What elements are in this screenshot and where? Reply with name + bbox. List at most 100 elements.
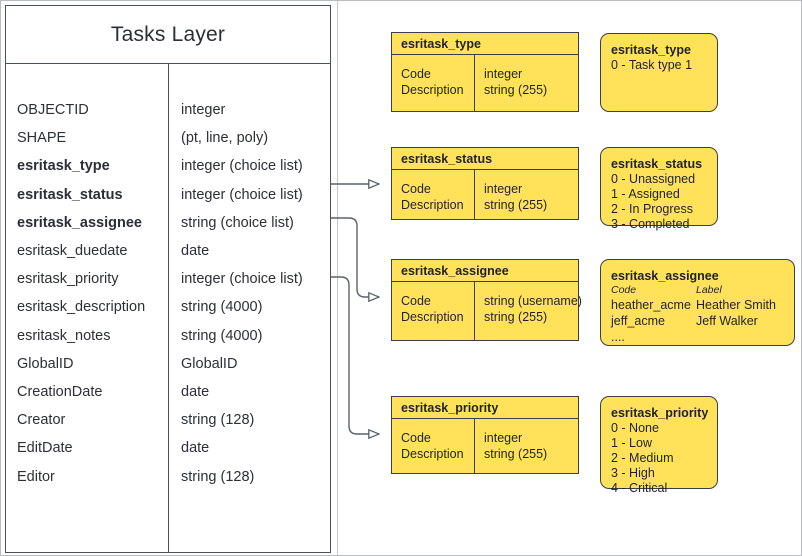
domain-values-subhead: Code Label: [611, 284, 784, 298]
field-name: EditDate: [17, 440, 73, 457]
field-type: string (choice list): [181, 214, 294, 231]
struct-left-line: Code: [401, 67, 431, 81]
field-type: GlobalID: [181, 355, 238, 372]
domain-struct-body: Code Description string (username) strin…: [392, 282, 582, 340]
struct-split: [474, 419, 476, 473]
field-name: esritask_duedate: [17, 243, 128, 259]
domain-value-line: 3 - High: [611, 466, 655, 480]
table-row[interactable]: esritask_duedate date: [6, 237, 330, 265]
struct-right-col: integer string (255): [484, 181, 547, 213]
struct-right-line: integer: [484, 67, 523, 81]
domain-struct-type[interactable]: esritask_type Code Description integer s…: [391, 32, 579, 112]
domain-struct-title: esritask_type: [392, 33, 578, 55]
domain-struct-body: Code Description integer string (255): [392, 55, 578, 111]
pair-label: Jeff Walker: [696, 314, 758, 328]
page-title: Tasks Layer: [110, 22, 226, 46]
domain-struct-body: Code Description integer string (255): [392, 419, 578, 473]
table-row[interactable]: Editor string (128): [6, 463, 330, 491]
field-name: GlobalID: [17, 355, 74, 372]
field-type: date: [181, 243, 210, 259]
domain-values-assignee[interactable]: esritask_assignee Code Label heather_acm…: [600, 259, 795, 346]
connector-priority: [331, 276, 379, 434]
field-name: esritask_status: [17, 186, 123, 203]
field-type: integer (choice list): [181, 271, 303, 288]
connector-assignee: [331, 217, 379, 297]
field-type: string (128): [181, 468, 255, 485]
field-name: esritask_type: [17, 158, 110, 175]
table-row[interactable]: EditDate date: [6, 434, 330, 462]
table-row[interactable]: esritask_type integer (choice list): [6, 152, 330, 180]
domain-struct-status[interactable]: esritask_status Code Description integer…: [391, 147, 579, 220]
domain-value-line: 1 - Low: [611, 436, 652, 450]
domain-values-ellipsis: ....: [611, 330, 625, 344]
field-type: string (128): [181, 412, 255, 429]
subhead-label: Label: [696, 284, 722, 296]
domain-struct-title: esritask_assignee: [392, 260, 578, 282]
table-row[interactable]: CreationDate date: [6, 378, 330, 406]
struct-left-col: Code Description: [401, 293, 464, 325]
field-name: esritask_assignee: [17, 214, 142, 231]
struct-right-col: string (username) string (255): [484, 293, 582, 325]
struct-left-col: Code Description: [401, 430, 464, 462]
field-name: esritask_priority: [17, 271, 119, 288]
field-type: string (4000): [181, 299, 263, 316]
field-type: integer (choice list): [181, 158, 303, 175]
struct-left-line: Code: [401, 294, 431, 308]
table-row[interactable]: esritask_priority integer (choice list): [6, 265, 330, 293]
domain-values-title: esritask_assignee: [611, 269, 719, 283]
struct-right-line: string (255): [484, 198, 548, 212]
pair-label: Heather Smith: [696, 298, 776, 312]
domain-value-pair: jeff_acme Jeff Walker: [611, 314, 784, 330]
domain-struct-body: Code Description integer string (255): [392, 170, 578, 219]
domain-value-pair: heather_acme Heather Smith: [611, 298, 784, 314]
domain-values-type[interactable]: esritask_type 0 - Task type 1: [600, 33, 718, 112]
panel-divider: [337, 1, 338, 555]
domain-struct-title: esritask_priority: [392, 397, 578, 419]
table-row[interactable]: esritask_assignee string (choice list): [6, 209, 330, 237]
pair-code: heather_acme: [611, 298, 691, 312]
domain-value-line: 2 - Medium: [611, 451, 674, 465]
struct-right-line: string (255): [484, 83, 548, 97]
domain-value-line: 0 - None: [611, 421, 659, 435]
struct-left-line: Code: [401, 431, 431, 445]
domain-struct-assignee[interactable]: esritask_assignee Code Description strin…: [391, 259, 582, 341]
domain-values-title: esritask_status: [611, 157, 703, 171]
domain-value-line: 0 - Unassigned: [611, 172, 696, 186]
subhead-code: Code: [611, 284, 637, 296]
table-row[interactable]: GlobalID GlobalID: [6, 350, 330, 378]
domain-values-title: esritask_priority: [611, 406, 709, 420]
domain-value-line: 4 - Critical: [611, 481, 668, 495]
domain-values-status[interactable]: esritask_status 0 - Unassigned 1 - Assig…: [600, 147, 718, 231]
struct-left-line: Description: [401, 83, 464, 97]
struct-left-line: Description: [401, 447, 464, 461]
struct-right-line: string (255): [484, 447, 548, 461]
tasks-layer-header: Tasks Layer: [6, 6, 330, 64]
field-name: OBJECTID: [17, 102, 89, 118]
field-name: Editor: [17, 468, 55, 485]
table-row[interactable]: esritask_description string (4000): [6, 293, 330, 321]
domain-values-priority[interactable]: esritask_priority 0 - None 1 - Low 2 - M…: [600, 396, 718, 495]
table-row[interactable]: SHAPE(pt, line, poly): [6, 124, 330, 152]
field-type: string (4000): [181, 327, 263, 344]
column-divider: [168, 64, 169, 552]
field-name: CreationDate: [17, 384, 103, 400]
domain-struct-priority[interactable]: esritask_priority Code Description integ…: [391, 396, 579, 474]
struct-right-line: integer: [484, 431, 523, 445]
domain-struct-title: esritask_status: [392, 148, 578, 170]
struct-split: [474, 170, 476, 219]
struct-left-line: Description: [401, 198, 464, 212]
struct-split: [474, 282, 476, 340]
field-type: date: [181, 440, 210, 457]
struct-right-line: integer: [484, 182, 523, 196]
domain-value-line: 0 - Task type 1: [611, 58, 693, 72]
field-name: esritask_description: [17, 299, 146, 316]
field-type: (pt, line, poly): [181, 130, 269, 147]
field-type: date: [181, 384, 210, 400]
